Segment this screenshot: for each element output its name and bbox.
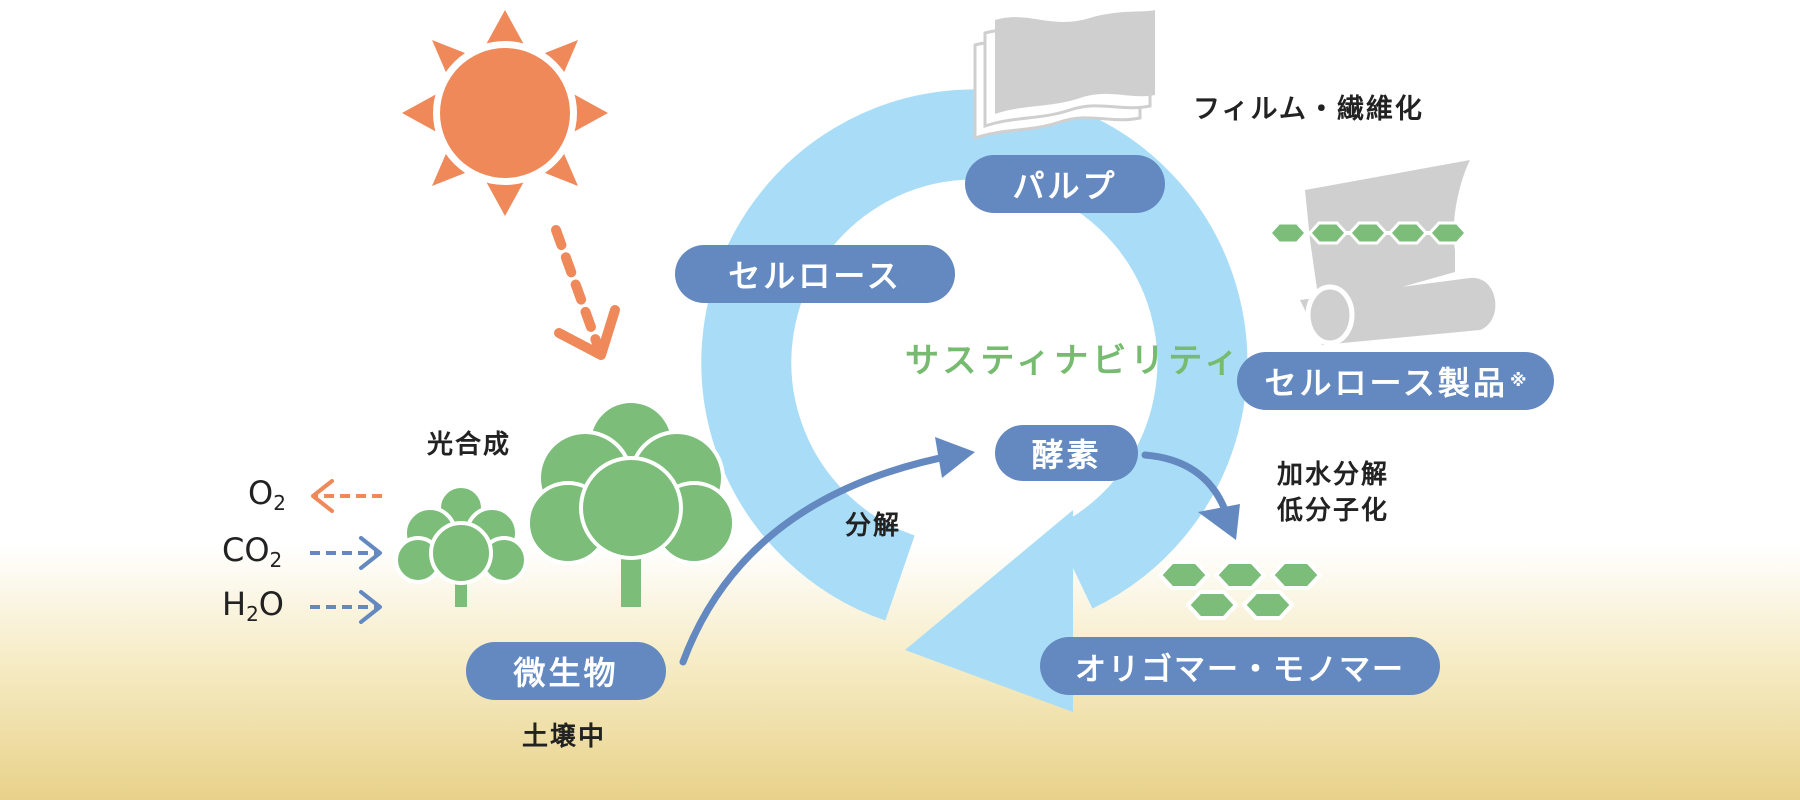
sun-icon	[402, 10, 608, 216]
photosynthesis-label: 光合成	[427, 430, 512, 460]
sustainability-label: サスティナビリティ	[905, 341, 1243, 381]
co2-label: CO2	[222, 531, 283, 572]
co2-arrow	[310, 536, 382, 570]
o2-arrow	[311, 479, 382, 513]
hydrolysis-label-1: 加水分解	[1277, 460, 1390, 490]
h2o-label: H2O	[222, 585, 284, 626]
paper-stack-icon	[973, 10, 1155, 141]
decomposition-label: 分解	[845, 511, 902, 541]
enzyme-node: 酵素	[995, 425, 1138, 481]
h2o-arrow	[310, 590, 382, 624]
hydrolysis-arrow	[1141, 451, 1240, 540]
soil-ground	[0, 545, 1800, 800]
pulp-node: パルプ	[965, 155, 1165, 213]
o2-label: O2	[248, 474, 286, 515]
hexagon-molecule-icon	[1157, 560, 1323, 620]
hexagon-molecule-icon	[1267, 221, 1469, 245]
paper-roll-icon	[1275, 160, 1496, 346]
tree-icon	[394, 484, 528, 607]
cycle-arrow	[701, 89, 1248, 712]
hydrolysis-label-2: 低分子化	[1277, 496, 1390, 526]
cellulose-products-node: セルロース製品※	[1237, 352, 1554, 410]
tree-icon	[526, 399, 736, 607]
microbe-node: 微生物	[466, 642, 666, 700]
film-label: フィルム・繊維化	[1193, 94, 1424, 125]
oligomer-node: オリゴマー・モノマー	[1040, 637, 1440, 695]
soil-label: 土壌中	[522, 722, 607, 752]
decomposition-arrow	[679, 437, 975, 666]
cellulose-node: セルロース	[675, 245, 955, 303]
sunlight-arrow	[551, 225, 620, 360]
